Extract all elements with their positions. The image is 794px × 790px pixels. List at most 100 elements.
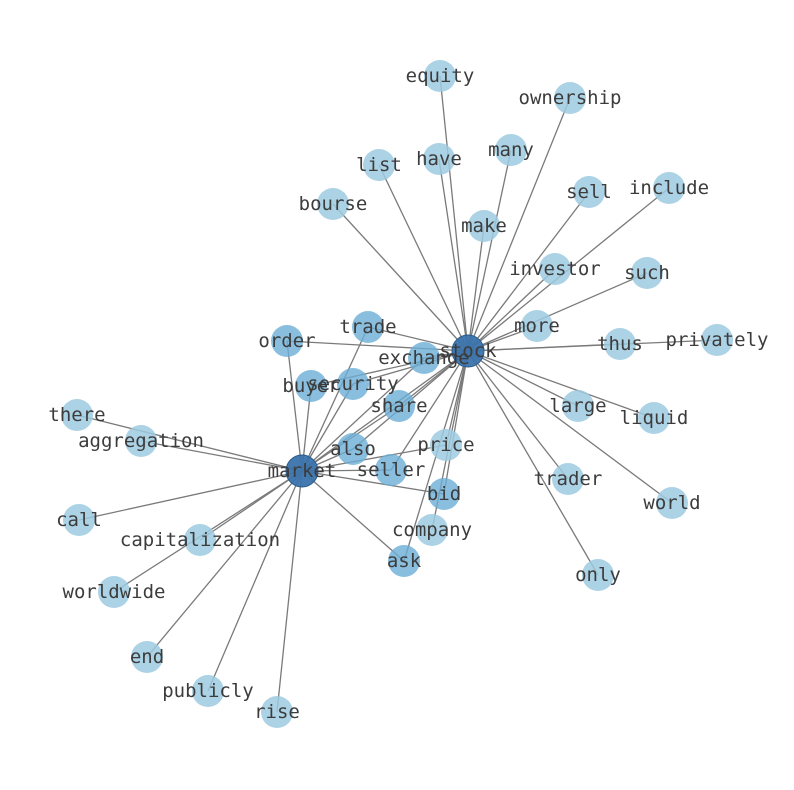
- node-thus: [604, 328, 636, 360]
- edge-market-call: [78, 470, 303, 521]
- node-label-privately: privately: [666, 329, 769, 351]
- node-label-thus: thus: [597, 333, 643, 355]
- edge-market-exchange: [301, 357, 425, 472]
- edge-stock-buyer: [310, 350, 469, 387]
- node-label-include: include: [629, 177, 709, 199]
- edge-market-bid: [301, 470, 445, 495]
- node-label-only: only: [575, 564, 621, 586]
- node-bourse: [317, 188, 349, 220]
- node-label-list: list: [356, 154, 402, 176]
- edge-stock-world: [467, 350, 673, 504]
- edge-stock-security: [352, 350, 469, 385]
- node-include: [653, 172, 685, 204]
- edge-stock-ownership: [467, 97, 571, 352]
- edge-market-aggregation: [140, 440, 303, 472]
- node-liquid: [638, 402, 670, 434]
- node-rise: [261, 696, 293, 728]
- node-ownership: [554, 82, 586, 114]
- edge-stock-such: [467, 272, 648, 352]
- node-label-there: there: [48, 404, 105, 426]
- edge-market-there: [76, 414, 303, 472]
- node-label-sell: sell: [566, 181, 612, 203]
- node-label-seller: seller: [357, 459, 426, 481]
- node-trader: [552, 463, 584, 495]
- edge-market-ask: [301, 470, 405, 562]
- node-many: [495, 134, 527, 166]
- node-label-many: many: [488, 139, 534, 161]
- node-security: [337, 368, 369, 400]
- edge-stock-bid: [443, 350, 469, 495]
- node-label-large: large: [549, 395, 606, 417]
- edge-stock-order: [286, 340, 469, 352]
- node-label-make: make: [461, 215, 507, 237]
- node-bid: [428, 478, 460, 510]
- node-label-capitalization: capitalization: [120, 529, 280, 551]
- node-label-trade: trade: [339, 316, 396, 338]
- edge-stock-trade: [367, 326, 469, 352]
- node-label-such: such: [624, 262, 670, 284]
- node-only: [582, 559, 614, 591]
- node-layer: [61, 60, 733, 728]
- edge-stock-trader: [467, 350, 569, 480]
- edge-market-price: [301, 444, 447, 472]
- node-label-equity: equity: [406, 65, 475, 87]
- node-investor: [539, 253, 571, 285]
- edge-stock-large: [467, 350, 579, 407]
- node-make: [468, 210, 500, 242]
- node-exchange: [408, 342, 440, 374]
- node-label-publicly: publicly: [162, 680, 254, 702]
- node-label-stock: stock: [439, 340, 497, 362]
- edge-market-trade: [301, 326, 369, 472]
- edge-stock-bourse: [332, 203, 469, 352]
- node-label-ownership: ownership: [519, 87, 622, 109]
- node-label-more: more: [514, 315, 560, 337]
- node-market: [285, 454, 319, 488]
- node-price: [430, 429, 462, 461]
- node-trade: [352, 311, 384, 343]
- node-label-end: end: [130, 646, 164, 668]
- node-equity: [424, 60, 456, 92]
- node-company: [416, 514, 448, 546]
- node-list: [363, 149, 395, 181]
- node-label-buyer: buyer: [282, 375, 339, 397]
- edge-stock-equity: [439, 75, 469, 352]
- edge-market-rise: [276, 470, 303, 713]
- edge-layer: [76, 75, 718, 713]
- node-stock: [451, 334, 485, 368]
- edge-stock-make: [467, 225, 485, 352]
- node-large: [562, 390, 594, 422]
- node-ask: [388, 545, 420, 577]
- edge-stock-privately: [467, 339, 718, 352]
- node-label-investor: investor: [509, 258, 601, 280]
- node-have: [423, 143, 455, 175]
- node-label-worldwide: worldwide: [63, 581, 166, 603]
- edge-stock-only: [467, 350, 599, 576]
- node-also: [337, 433, 369, 465]
- edge-market-security: [301, 383, 354, 472]
- node-buyer: [295, 370, 327, 402]
- node-label-liquid: liquid: [620, 407, 689, 429]
- node-label-call: call: [56, 509, 102, 531]
- node-order: [271, 325, 303, 357]
- node-label-bid: bid: [427, 483, 461, 505]
- node-label-price: price: [417, 434, 474, 456]
- edge-stock-many: [467, 149, 512, 352]
- node-aggregation: [125, 425, 157, 457]
- node-privately: [701, 324, 733, 356]
- node-publicly: [192, 675, 224, 707]
- node-call: [63, 504, 95, 536]
- node-share: [383, 390, 415, 422]
- edge-stock-sell: [467, 191, 590, 352]
- node-sell: [573, 176, 605, 208]
- node-label-security: security: [307, 373, 399, 395]
- edge-stock-have: [438, 158, 469, 352]
- node-end: [131, 641, 163, 673]
- edge-stock-seller: [390, 350, 469, 471]
- node-label-world: world: [643, 492, 700, 514]
- node-label-trader: trader: [534, 468, 603, 490]
- edge-market-order: [286, 340, 303, 472]
- node-label-market: market: [268, 460, 337, 482]
- node-label-also: also: [330, 438, 376, 460]
